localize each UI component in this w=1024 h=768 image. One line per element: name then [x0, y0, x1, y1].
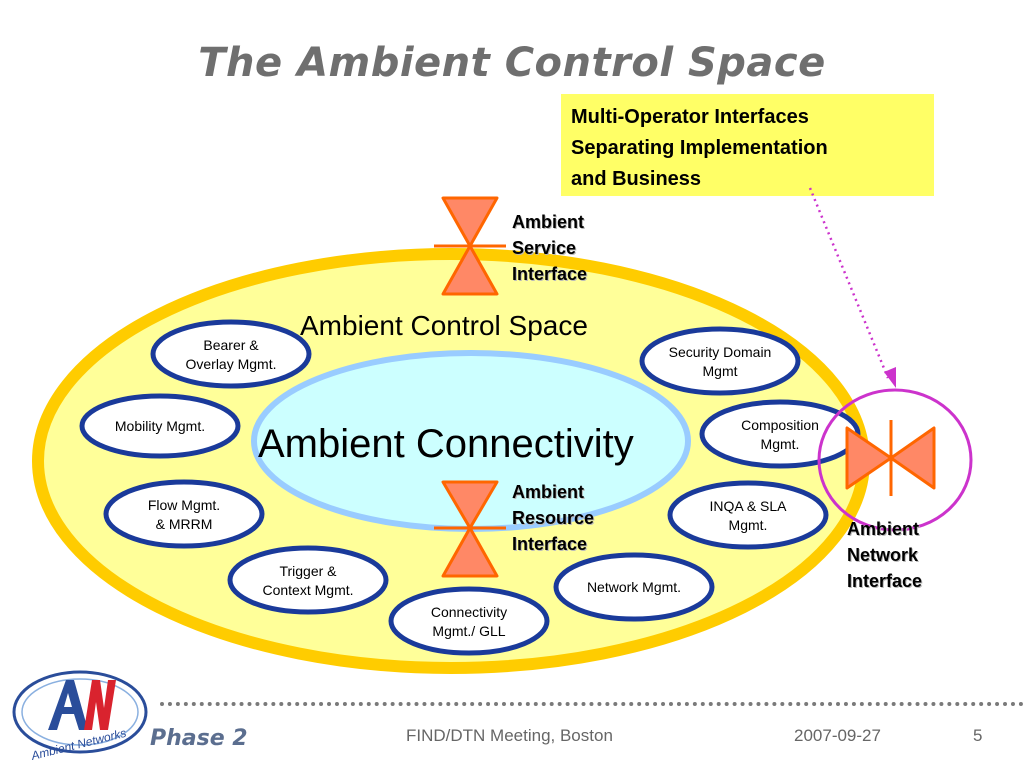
- callout-line: and Business: [571, 168, 702, 190]
- service-interface-label: Ambient Service Interface: [512, 209, 587, 287]
- node-line: Security Domain: [668, 344, 772, 360]
- node-line: Mgmt: [702, 363, 738, 379]
- service-interface-icon: [434, 196, 506, 296]
- node-line: Mobility Mgmt.: [114, 418, 206, 434]
- node-trigger-ellipse: [227, 545, 389, 615]
- node-line: INQA & SLA: [709, 498, 787, 514]
- resource-interface-label: Ambient Resource Interface: [512, 479, 594, 557]
- label-line: Ambient: [512, 482, 584, 502]
- node-line: Network Mgmt.: [586, 579, 682, 595]
- page-number: 5: [973, 726, 983, 745]
- callout-box: Multi-Operator Interfaces Separating Imp…: [561, 94, 934, 196]
- label-line: Ambient: [847, 519, 919, 539]
- ambient-networks-logo: Ambient Networks: [12, 670, 148, 760]
- node-security: Security Domain Mgmt: [650, 343, 790, 381]
- node-trigger: Trigger & Context Mgmt.: [238, 562, 378, 600]
- label-line: Network: [847, 545, 919, 565]
- connectivity-label: Ambient Connectivity: [258, 422, 634, 466]
- footer-divider: [160, 702, 1024, 706]
- callout-arrow: [808, 187, 896, 388]
- node-security-ellipse: [639, 326, 801, 396]
- footer-date: 2007-09-27: [794, 726, 881, 745]
- node-line: Mgmt./ GLL: [432, 623, 506, 639]
- callout-line: Separating Implementation: [571, 137, 828, 159]
- label-line: Interface: [847, 571, 923, 591]
- control-space-label: Ambient Control Space: [300, 310, 588, 341]
- slide-title: The Ambient Control Space: [198, 40, 826, 86]
- label-line: Service: [512, 238, 577, 258]
- node-line: & MRRM: [155, 516, 213, 532]
- node-mobility-ellipse: [79, 393, 241, 459]
- network-interface-circle: [817, 388, 973, 532]
- resource-interface-icon: [434, 480, 506, 578]
- label-line: Interface: [512, 264, 588, 284]
- node-inqa: INQA & SLA Mgmt.: [678, 497, 818, 535]
- node-connectivity-ellipse: [388, 586, 550, 656]
- node-line: Connectivity: [430, 604, 508, 620]
- footer-meeting: FIND/DTN Meeting, Boston: [406, 726, 613, 745]
- node-network-ellipse: [553, 552, 715, 622]
- label-line: Interface: [512, 534, 588, 554]
- network-interface-icon: [845, 420, 936, 496]
- node-line: Trigger &: [279, 563, 337, 579]
- diagram-canvas: [32, 187, 973, 674]
- label-line: Ambient: [512, 212, 584, 232]
- node-line: Composition: [741, 417, 819, 433]
- network-interface-label: Ambient Network Interface: [847, 516, 922, 594]
- node-mobility: Mobility Mgmt.: [90, 417, 230, 436]
- node-flow-ellipse: [103, 479, 265, 549]
- callout-line: Multi-Operator Interfaces: [571, 106, 809, 128]
- node-bearer: Bearer & Overlay Mgmt.: [161, 336, 301, 374]
- node-inqa-ellipse: [667, 480, 829, 550]
- footer-phase: Phase 2: [150, 726, 248, 751]
- node-line: Flow Mgmt.: [147, 497, 221, 513]
- node-connectivity: Connectivity Mgmt./ GLL: [399, 603, 539, 641]
- node-line: Context Mgmt.: [262, 582, 354, 598]
- node-line: Bearer &: [203, 337, 259, 353]
- node-line: Overlay Mgmt.: [185, 356, 277, 372]
- node-line: Mgmt.: [760, 436, 800, 452]
- node-composition: Composition Mgmt.: [710, 416, 850, 454]
- node-line: Mgmt.: [728, 517, 768, 533]
- node-bearer-ellipse: [150, 319, 312, 389]
- node-flow: Flow Mgmt. & MRRM: [114, 496, 254, 534]
- label-line: Resource: [512, 508, 595, 528]
- node-network: Network Mgmt.: [564, 578, 704, 597]
